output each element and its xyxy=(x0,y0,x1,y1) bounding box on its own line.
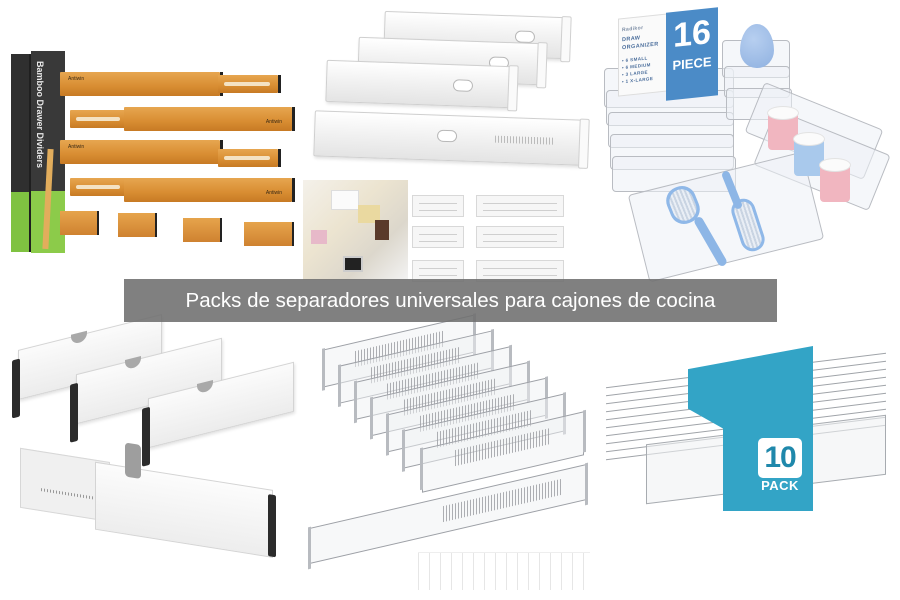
clip xyxy=(412,195,464,217)
pack-count-box: 10 xyxy=(758,438,802,478)
organizer-label-card: Radikor DRAW ORGANIZER • 6 SMALL • 6 MED… xyxy=(618,13,668,97)
clip xyxy=(476,226,564,248)
bamboo-divider-extension xyxy=(70,178,126,196)
white-divider-extended xyxy=(313,110,590,169)
jar-blue xyxy=(793,132,825,176)
bamboo-block xyxy=(244,222,294,246)
clip xyxy=(476,195,564,217)
piece-count: 16 xyxy=(673,13,711,55)
pack-label: PACK xyxy=(761,478,799,493)
product-box: Bamboo Drawer Dividers xyxy=(11,51,65,253)
bamboo-divider-extension xyxy=(70,110,126,128)
jar-pink xyxy=(819,158,851,202)
jar-pink xyxy=(767,106,799,150)
bamboo-block xyxy=(60,211,99,235)
bamboo-divider-extension xyxy=(218,149,281,167)
box-title: Bamboo Drawer Dividers xyxy=(35,61,45,169)
pack-count: 10 xyxy=(764,441,796,474)
scale-ticks xyxy=(418,552,590,590)
bamboo-block xyxy=(183,218,222,242)
lock-knob xyxy=(125,442,141,479)
drawer-lifestyle-photo xyxy=(303,180,408,280)
caption-banner: Packs de separadores universales para ca… xyxy=(124,279,777,322)
bamboo-divider: Antiwin xyxy=(60,72,223,96)
product-image-bamboo-dividers: Bamboo Drawer Dividers Antiwin Antiwin A… xyxy=(0,0,300,300)
piece-count-label: 16 PIECE xyxy=(666,7,718,101)
bamboo-divider: Antiwin xyxy=(124,107,295,131)
product-image-clear-dividers xyxy=(300,300,600,600)
bamboo-block xyxy=(118,213,157,237)
piece-label: PIECE xyxy=(672,53,712,74)
bamboo-divider: Antiwin xyxy=(60,140,223,164)
caption-text: Packs de separadores universales para ca… xyxy=(185,289,716,312)
clip xyxy=(412,226,464,248)
bamboo-divider-extension xyxy=(218,75,281,93)
white-divider xyxy=(325,59,519,112)
bamboo-divider: Antiwin xyxy=(124,178,295,202)
makeup-sponge xyxy=(740,24,774,68)
